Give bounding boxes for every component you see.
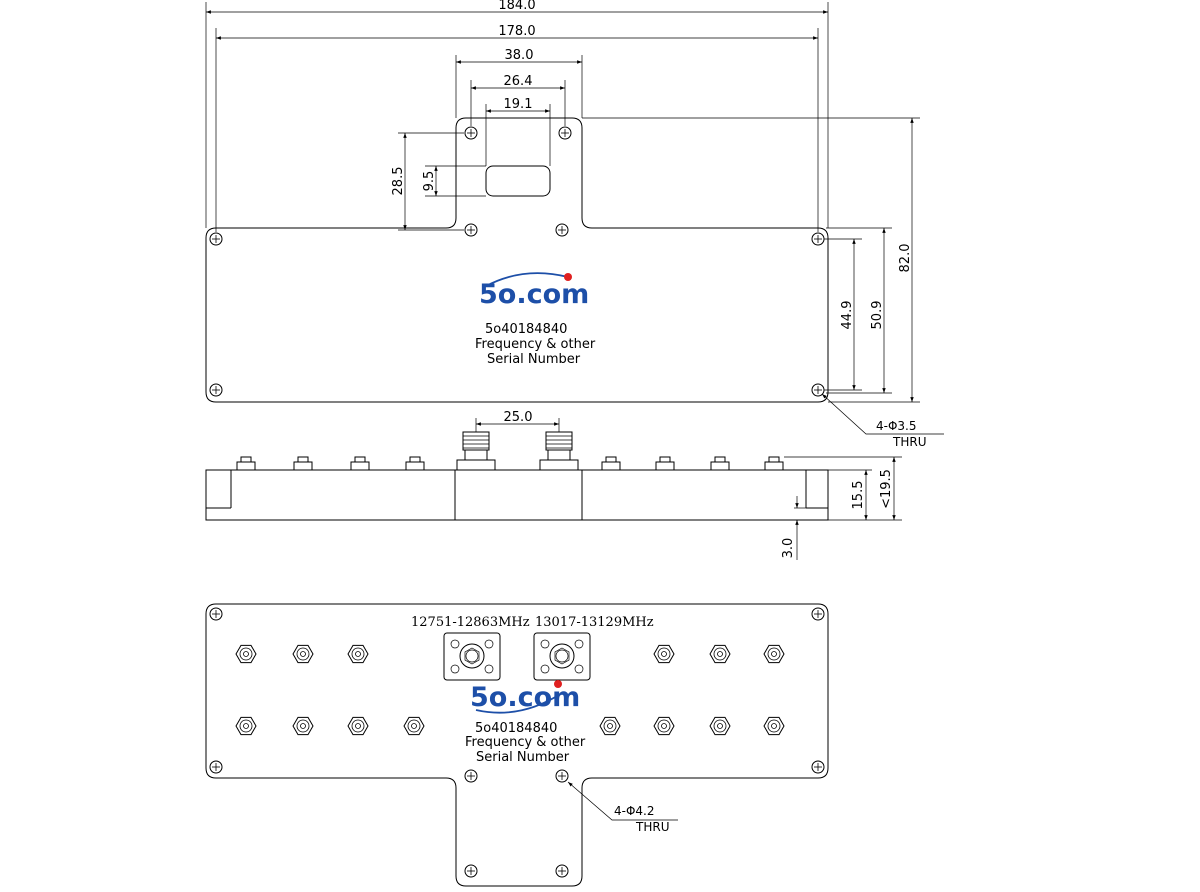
dim-15-5: 15.5 xyxy=(851,481,866,510)
logo-text: 5o.com xyxy=(479,279,589,310)
hex-nut-icon xyxy=(235,716,257,736)
hex-nut-icon xyxy=(763,644,785,664)
hex-nut-icon xyxy=(403,716,425,736)
logo-swoosh xyxy=(485,272,569,287)
mount-hole-icon xyxy=(555,864,569,878)
frequency-label: Frequency & other xyxy=(465,735,586,750)
top-logo: 5o.com xyxy=(479,272,589,310)
hex-nut-icon xyxy=(709,716,731,736)
sma-connector-icon xyxy=(539,431,579,471)
screw-head-icon xyxy=(710,456,730,471)
hex-nut-icon xyxy=(235,644,257,664)
serial-label: Serial Number xyxy=(476,750,570,765)
mount-hole-icon xyxy=(811,232,825,246)
hex-nut-icon xyxy=(347,644,369,664)
hex-nut-icon xyxy=(653,644,675,664)
hole-note-bottom: 4-Φ4.2 xyxy=(614,804,655,818)
screw-head-icon xyxy=(293,456,313,471)
dim-50-9: 50.9 xyxy=(870,301,885,330)
screw-head-icon xyxy=(764,456,784,471)
dim-3: 3.0 xyxy=(781,538,796,559)
logo-dot-icon xyxy=(564,273,572,281)
top-view-outline xyxy=(205,117,829,403)
hex-nut-icon xyxy=(763,716,785,736)
sma-flange-icon xyxy=(443,632,501,681)
sma-connector-icon xyxy=(456,431,496,471)
mount-hole-icon xyxy=(555,769,569,783)
screw-head-icon xyxy=(236,456,256,471)
screw-head-icon xyxy=(350,456,370,471)
hex-nut-icon xyxy=(292,644,314,664)
mount-hole-icon xyxy=(811,607,825,621)
dim-19-5: <19.5 xyxy=(879,469,894,509)
logo-text: 5o.com xyxy=(470,682,580,713)
dim-178: 178.0 xyxy=(498,24,535,39)
mount-hole-icon xyxy=(209,232,223,246)
hex-nut-icon xyxy=(292,716,314,736)
port2-frequency: 13017-13129MHz xyxy=(535,615,654,630)
bottom-view: 12751-12863MHz 13017-13129MHz 5o.com 5o4… xyxy=(205,603,829,887)
bottom-logo: 5o.com xyxy=(470,680,580,714)
thru-note-top: THRU xyxy=(892,435,926,449)
bottom-view-outline xyxy=(205,603,829,887)
mount-hole-icon xyxy=(464,864,478,878)
mount-hole-icon xyxy=(464,223,478,237)
mount-hole-icon xyxy=(209,383,223,397)
hex-nut-icon xyxy=(347,716,369,736)
screw-head-icon xyxy=(405,456,425,471)
side-center-block xyxy=(454,469,583,521)
dim-28-5: 28.5 xyxy=(391,167,406,196)
top-view: 5o.com 5o40184840 Frequency & other Seri… xyxy=(205,0,944,449)
top-window xyxy=(485,165,551,197)
mount-hole-icon xyxy=(464,769,478,783)
mount-hole-icon xyxy=(209,607,223,621)
mount-hole-icon xyxy=(558,126,572,140)
dim-184: 184.0 xyxy=(498,0,535,13)
dim-38: 38.0 xyxy=(505,48,534,63)
side-view: 25.0 15.5 <19.5 3.0 xyxy=(205,410,902,560)
screw-head-icon xyxy=(601,456,621,471)
dim-19-1: 19.1 xyxy=(504,97,533,112)
mount-hole-icon xyxy=(555,223,569,237)
mount-hole-icon xyxy=(464,126,478,140)
mount-hole-icon xyxy=(811,760,825,774)
dim-25: 25.0 xyxy=(504,410,533,425)
logo-swoosh xyxy=(475,692,563,714)
dim-44-9: 44.9 xyxy=(840,301,855,330)
hex-nut-icon xyxy=(599,716,621,736)
dim-82: 82.0 xyxy=(898,244,913,273)
sma-flange-icon xyxy=(533,632,591,681)
thru-note-bottom: THRU xyxy=(635,820,669,834)
screw-head-icon xyxy=(655,456,675,471)
side-body xyxy=(205,469,829,521)
mount-hole-icon xyxy=(209,760,223,774)
hex-nut-icon xyxy=(709,644,731,664)
hex-nut-icon xyxy=(653,716,675,736)
dim-9-5: 9.5 xyxy=(422,171,437,192)
model-number: 5o40184840 xyxy=(475,721,557,736)
hole-note-top: 4-Φ3.5 xyxy=(876,419,917,433)
logo-dot-icon xyxy=(554,680,562,688)
dim-26-4: 26.4 xyxy=(504,74,533,89)
model-number: 5o40184840 xyxy=(485,322,567,337)
frequency-label: Frequency & other xyxy=(475,337,596,352)
port1-frequency: 12751-12863MHz xyxy=(411,615,530,630)
serial-label: Serial Number xyxy=(487,352,581,367)
